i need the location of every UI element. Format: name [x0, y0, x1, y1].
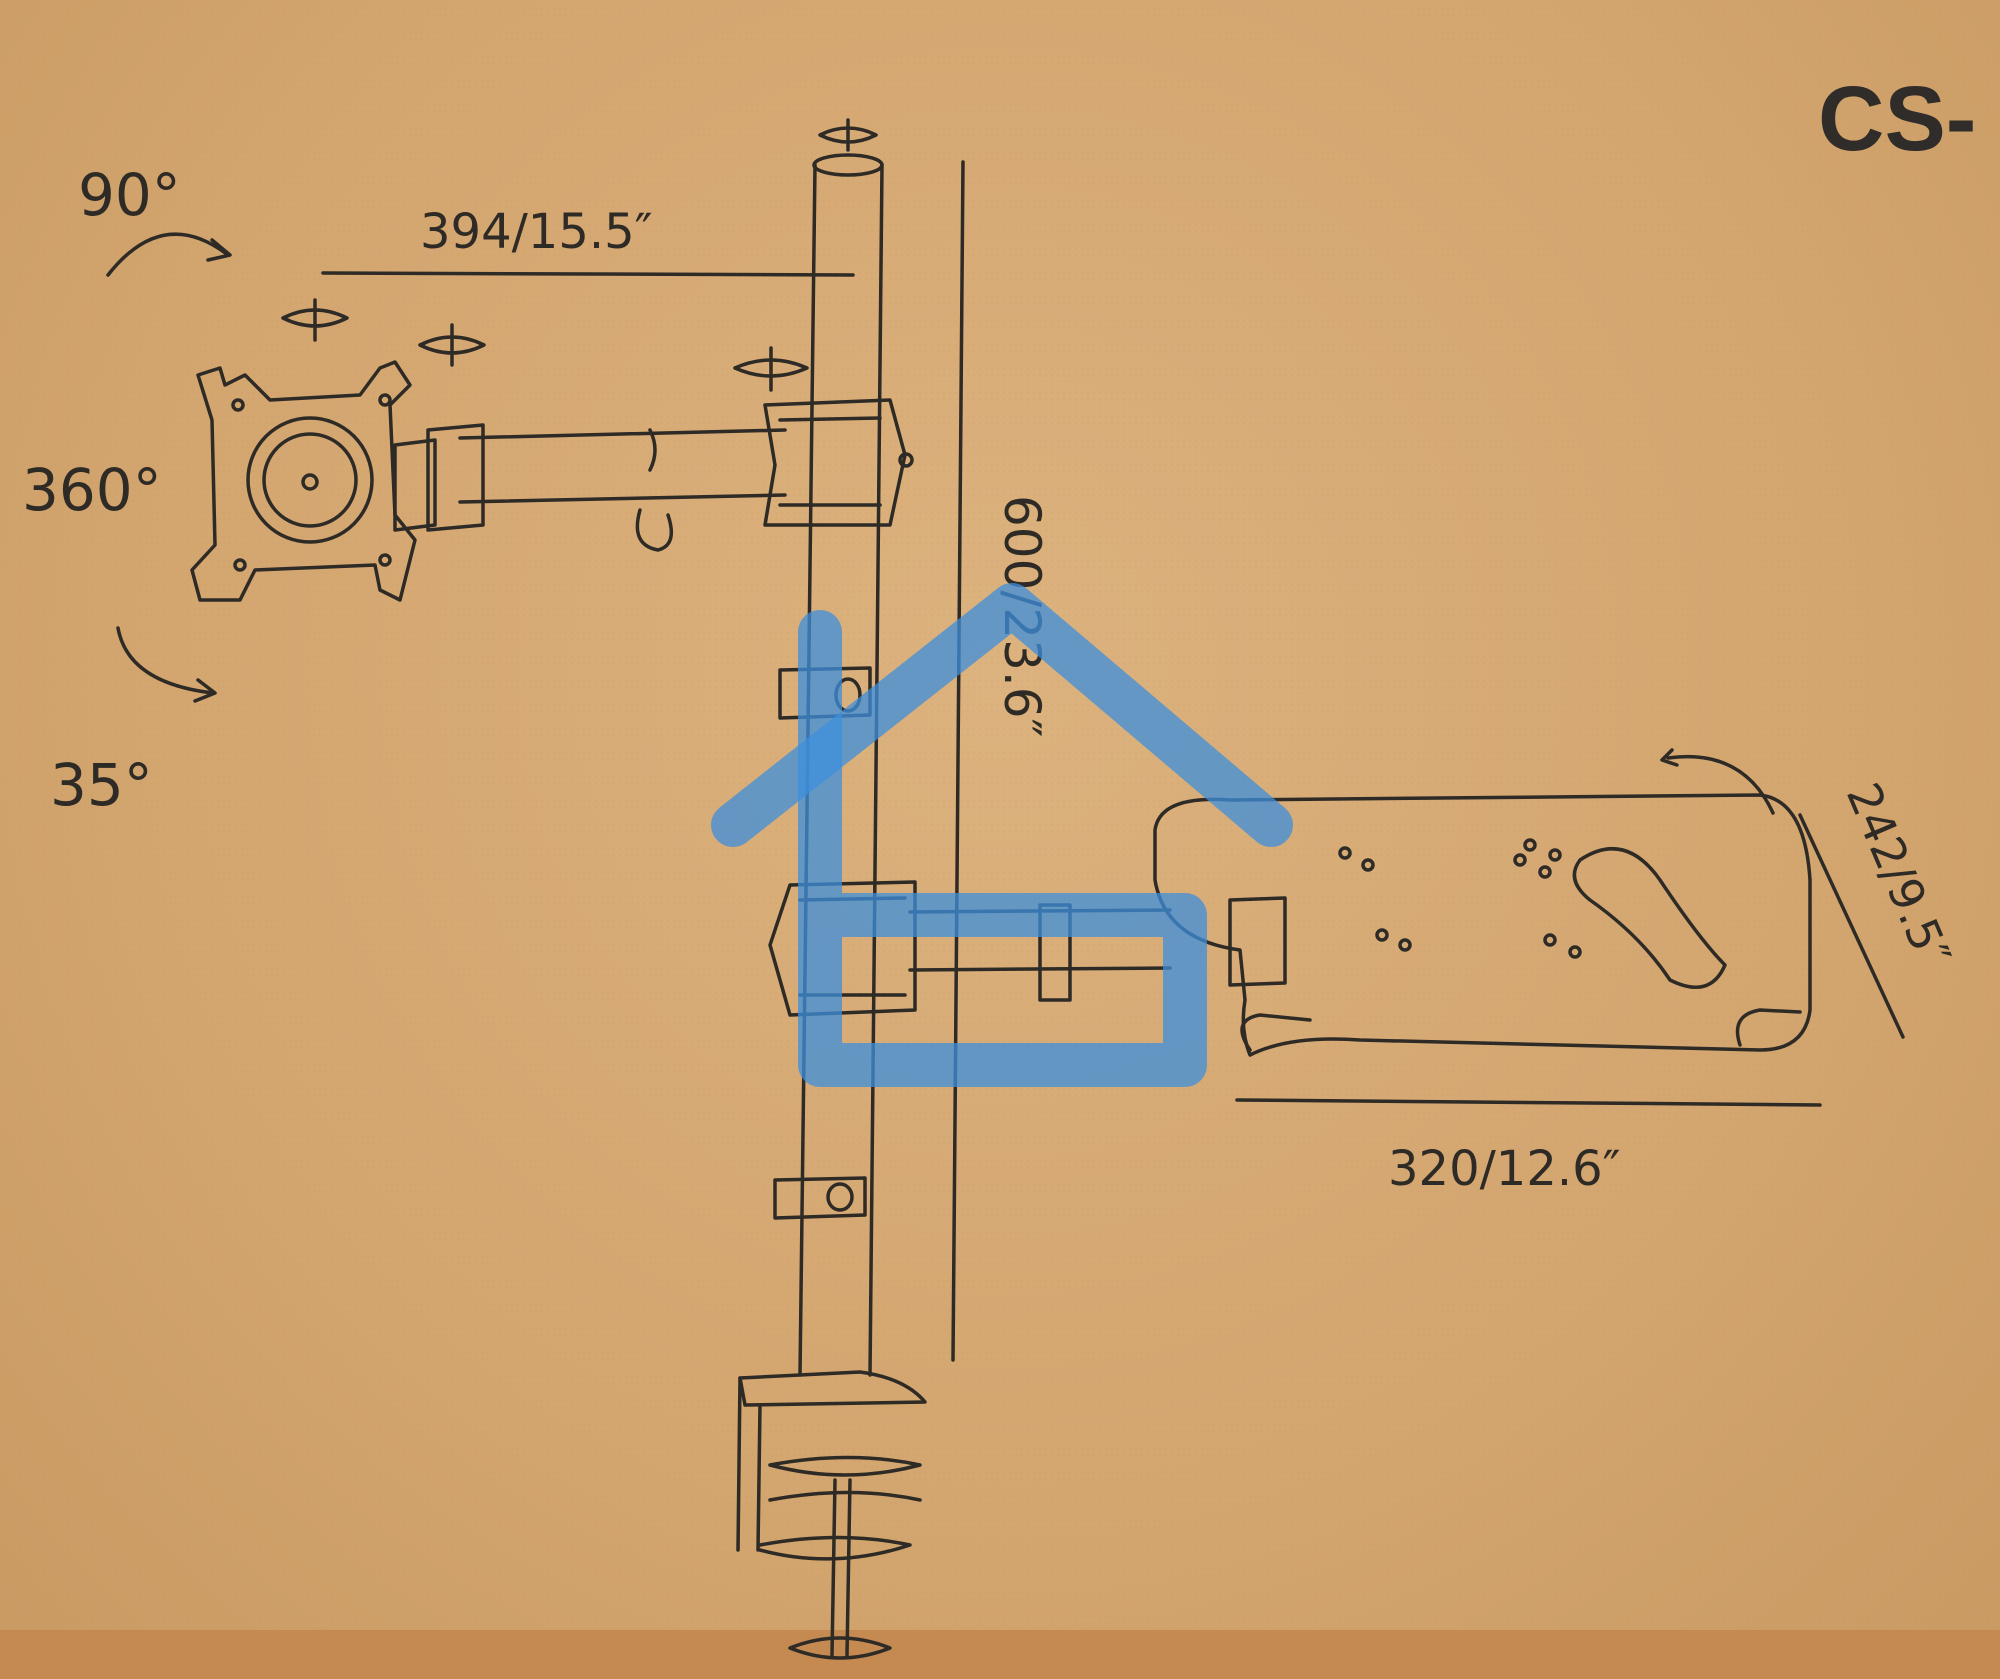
laptop-tray [1153, 793, 1812, 1057]
pole-height-line [951, 160, 965, 1362]
tilt-down-arrow-icon [116, 626, 215, 695]
tilt-up-label: 90° [78, 161, 181, 229]
tilt-down-arrowhead-icon [193, 678, 217, 703]
tray-width-label: 320/12.6″ [1388, 1141, 1621, 1197]
swivel-icon [418, 323, 486, 367]
cable-clip [773, 1176, 867, 1220]
tray-width-line [1235, 1098, 1822, 1107]
swivel-icon [733, 346, 809, 392]
tray-rotate-arrow-icon [1666, 755, 1775, 815]
tilt-down-label: 35° [50, 751, 153, 819]
vesa-plate [190, 360, 417, 602]
house-logo-icon [711, 583, 1293, 1087]
swivel-label: 360° [22, 456, 162, 524]
swivel-icon [281, 298, 349, 342]
upper-collar [763, 398, 914, 527]
tilt-up-arrow-icon [106, 232, 230, 277]
tray-depth-line [1798, 813, 1905, 1039]
arm-length-label: 394/15.5″ [420, 204, 653, 260]
brand-code: CS- [1818, 68, 1976, 170]
tilt-up-arrowhead-icon [206, 238, 232, 262]
arm-length-line [321, 271, 855, 277]
desk-clamp [736, 1370, 927, 1660]
bottom-band [0, 1630, 2000, 1679]
tray-rotate-arrowhead-icon [1660, 748, 1679, 767]
